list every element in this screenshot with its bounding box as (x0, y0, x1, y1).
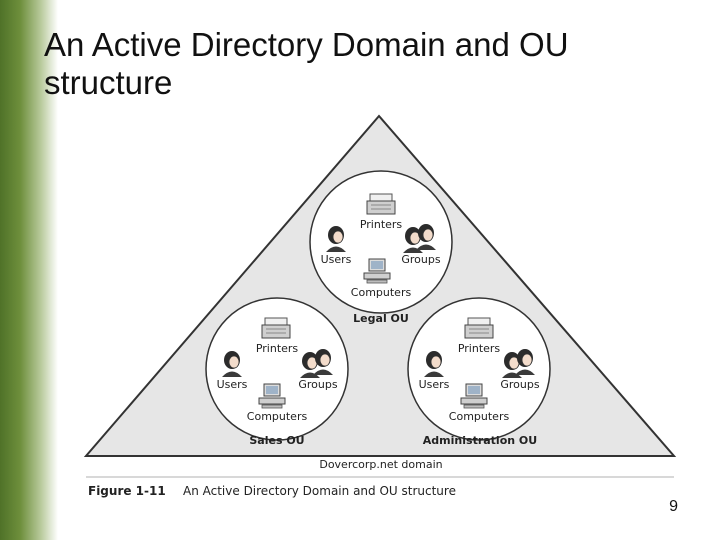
ou-legal-computers-label: Computers (351, 286, 412, 299)
printer-icon (366, 193, 396, 215)
ou-admin-groups-label: Groups (500, 378, 539, 391)
ad-domain-figure: Printers Users Groups Computers Legal OU… (80, 110, 680, 510)
ou-sales-computers-label: Computers (247, 410, 308, 423)
ou-sales-printers-label: Printers (256, 342, 299, 355)
ou-sales-groups-label: Groups (298, 378, 337, 391)
ou-admin-name: Administration OU (423, 434, 537, 447)
ou-legal-groups-label: Groups (401, 253, 440, 266)
ou-sales-name: Sales OU (249, 434, 304, 447)
ou-legal-circle (309, 170, 453, 314)
ou-legal-name: Legal OU (353, 312, 409, 325)
ou-sales: Printers Users Groups Computers Sales OU (205, 297, 349, 447)
slide-title: An Active Directory Domain and OU struct… (44, 26, 569, 101)
figure-caption-text: An Active Directory Domain and OU struct… (183, 484, 456, 498)
ou-sales-circle (205, 297, 349, 441)
ou-admin-printers-label: Printers (458, 342, 501, 355)
ou-legal: Printers Users Groups Computers Legal OU (309, 170, 453, 325)
printer-icon (464, 317, 494, 339)
decorative-side-bar (0, 0, 58, 540)
ou-admin-computers-label: Computers (449, 410, 510, 423)
domain-diagram: Printers Users Groups Computers Legal OU… (83, 114, 677, 498)
ou-legal-printers-label: Printers (360, 218, 403, 231)
printer-icon (261, 317, 291, 339)
ou-sales-users-label: Users (217, 378, 248, 391)
page-number: 9 (669, 498, 678, 515)
figure-caption-number: Figure 1-11 (88, 484, 166, 498)
ou-administration-circle (407, 297, 551, 441)
ou-administration: Printers Users Groups Computers Administ… (407, 297, 551, 447)
ou-legal-users-label: Users (321, 253, 352, 266)
domain-label: Dovercorp.net domain (319, 458, 442, 471)
ou-admin-users-label: Users (419, 378, 450, 391)
